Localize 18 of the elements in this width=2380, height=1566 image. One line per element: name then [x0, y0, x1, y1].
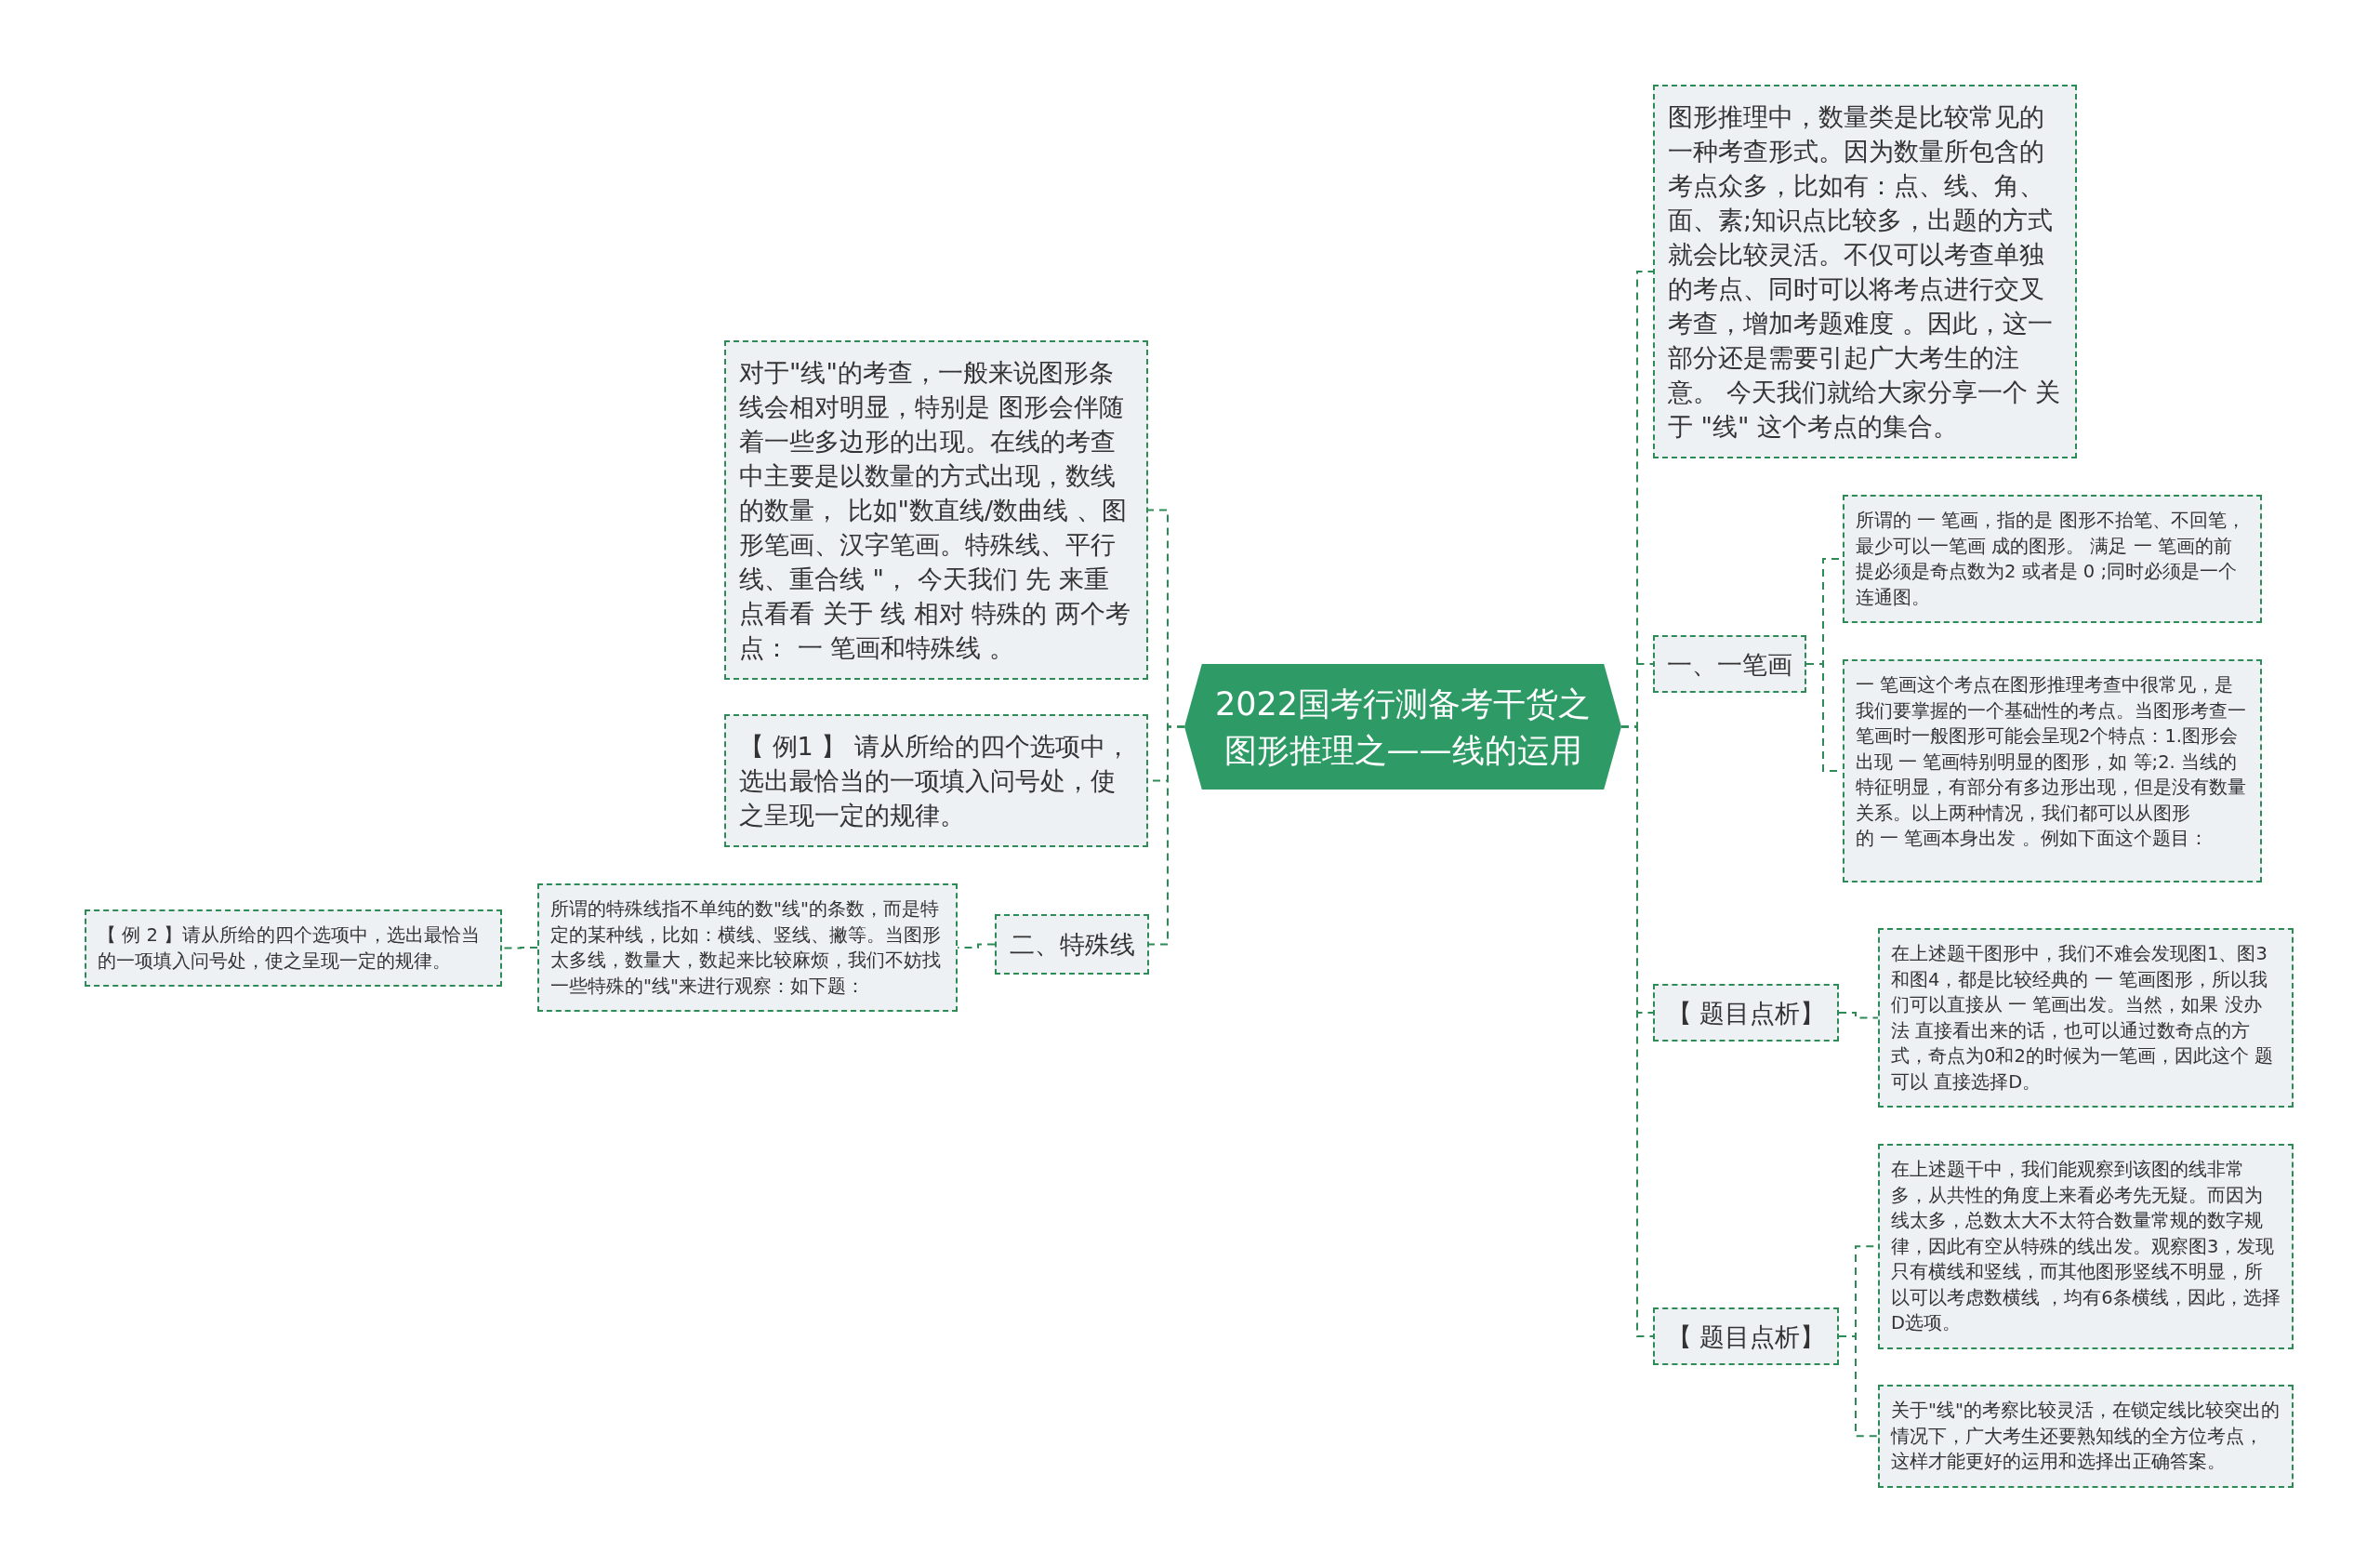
note-box: 所谓的特殊线指不单纯的数"线"的条数，而是特定的某种线，比如：横线、竖线、撇等。当图形太多线，数量大，数起来比较麻烦，我们不妨找一些特殊的"线"来进行观察：如下题：	[537, 883, 958, 1012]
note-box: 图形推理中，数量类是比较常见的一种考查形式。因为数量所包含的考点众多，比如有：点、线、角、面、素;知识点比较多，出题的方式就会比较灵活。不仅可以考查单独的考点、同时可以将考点进行交叉考查，增加考题难度 。因此，这一部分还是需要引起广大考生的注意。 今天我们就给大家分享一个 关于 "线" 这个考点的集合。	[1653, 85, 2077, 458]
note-box: 一 笔画这个考点在图形推理考查中很常见，是我们要掌握的一个基础性的考点。当图形考查一笔画时一般图形可能会呈现2个特点：1.图形会出现 一 笔画特别明显的图形，如 等;2. 当线的特征明显，有部分有多边形出现，但是没有数量关系。以上两种情况，我们都可以从图形的 一 笔画本身出发 。例如下面这个题目：	[1843, 659, 2262, 883]
connector-line	[1838, 1335, 1879, 1438]
branch-box: 【 题目点析】	[1653, 984, 1839, 1042]
note-box: 【 例1 】 请从所给的四个选项中，选出最恰当的一项填入问号处，使之呈现一定的规律。	[724, 714, 1148, 847]
note-box: 在上述题干图形中，我们不难会发现图1、图3和图4，都是比较经典的 一 笔画图形，所以我们可以直接从 一 笔画出发。当然，如果 没办法 直接看出来的话，也可以通过数奇点的方式，奇点为0和2的时候为一笔画，因此这个 题可以 直接选择D。	[1878, 928, 2294, 1108]
note-box: 对于"线"的考查，一般来说图形条线会相对明显，特别是 图形会伴随着一些多边形的出现。在线的考查中主要是以数量的方式出现，数线的数量， 比如"数直线/数曲线 、图形笔画、汉字笔画。特殊线、平行线、重合线 "， 今天我们 先 来重点看看 关于 线 相对 特殊的 两个考点： 一 笔画和特殊线 。	[724, 340, 1148, 680]
connector-line	[1838, 1012, 1879, 1019]
branch-box: 【 题目点析】	[1653, 1307, 1839, 1365]
connector-line	[1620, 725, 1654, 1337]
note-box: 所谓的 一 笔画，指的是 图形不抬笔、不回笔，最少可以一笔画 成的图形。 满足 一 笔画的前提必须是奇点数为2 或者是 0 ;同时必须是一个连通图。	[1843, 495, 2262, 623]
connector-line	[1148, 725, 1185, 946]
branch-box: 二、特殊线	[995, 914, 1149, 975]
note-box: 【 例 2 】请从所给的四个选项中，选出最恰当的一项填入问号处，使之呈现一定的规律。	[85, 909, 502, 987]
note-box: 关于"线"的考察比较灵活，在锁定线比较突出的情况下，广大考生还要熟知线的全方位考点，这样才能更好的运用和选择出正确答案。	[1878, 1385, 2294, 1488]
branch-box: 一、一笔画	[1653, 635, 1806, 693]
note-box: 在上述题干中，我们能观察到该图的线非常多，从共性的角度上来看必考先无疑。而因为线太多，总数太大不太符合数量常规的数字规律，因此有空从特殊的线出发。观察图3，发现只有横线和竖线，而其他图形竖线不明显，所以可以考虑数横线 ，均有6条横线，因此，选择D选项。	[1878, 1144, 2294, 1349]
